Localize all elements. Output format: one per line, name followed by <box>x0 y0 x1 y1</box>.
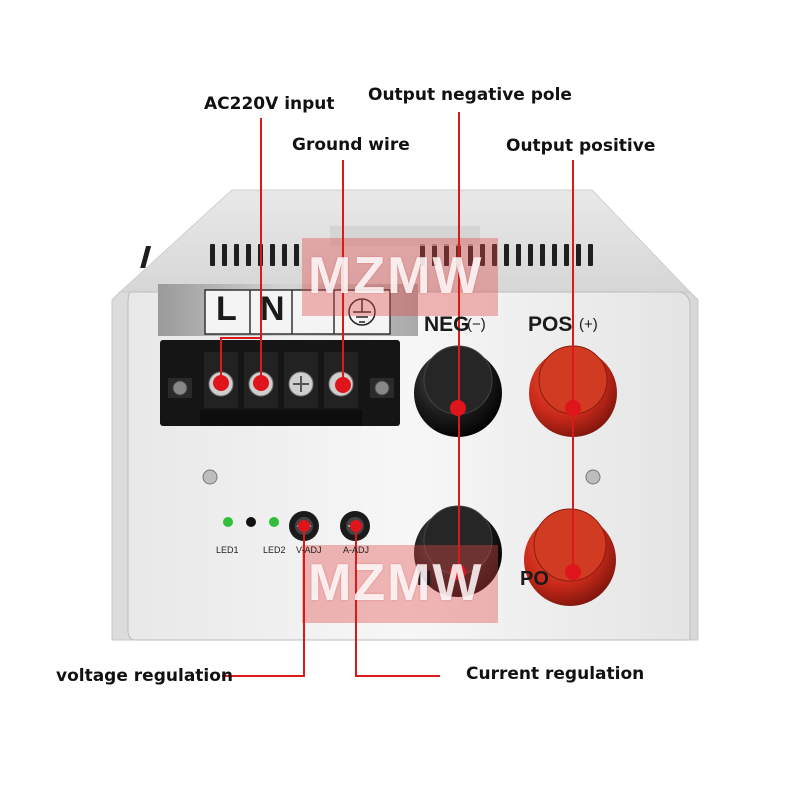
v-adj-label: V-ADJ <box>296 545 322 555</box>
neg-lower-label: N <box>417 568 432 590</box>
ground-symbol-icon <box>348 298 376 326</box>
terminal-l-label: L <box>216 290 237 328</box>
watermark-box-bottom <box>302 545 498 623</box>
led1-label: LED1 <box>216 545 239 555</box>
negative-pole-callout: Output negative pole <box>368 85 572 105</box>
voltage-regulation-callout: voltage regulation <box>56 666 234 686</box>
current-regulation-callout: Current regulation <box>466 664 645 684</box>
panel-screw <box>585 469 601 485</box>
watermark-bottom: MZMW <box>308 554 484 612</box>
pos-bottom-knob <box>524 508 616 606</box>
top-sticker <box>330 226 480 246</box>
neg-label: NEG <box>424 313 470 336</box>
led1-light <box>223 517 233 527</box>
callout-markers <box>213 375 581 580</box>
led-dark <box>246 517 256 527</box>
panel-screw <box>202 469 218 485</box>
callout-lines <box>220 112 574 677</box>
pos-sign-label: (+) <box>579 316 598 333</box>
watermark-box-top <box>302 238 498 316</box>
led2-label: LED2 <box>263 545 286 555</box>
ground-wire-callout: Ground wire <box>292 135 410 155</box>
positive-output-callout: Output positive <box>506 136 656 156</box>
terminal-n-label: N <box>260 290 285 328</box>
led2-light <box>269 517 279 527</box>
neg-sign-label: (−) <box>467 316 486 333</box>
a-adj-label: A-ADJ <box>343 545 370 555</box>
pos-lower-label: PO <box>520 568 549 590</box>
pos-label: POS <box>528 313 573 336</box>
watermark-top: MZMW <box>308 247 484 305</box>
ac-input-callout: AC220V input <box>204 94 335 114</box>
vent-slots <box>140 246 152 268</box>
